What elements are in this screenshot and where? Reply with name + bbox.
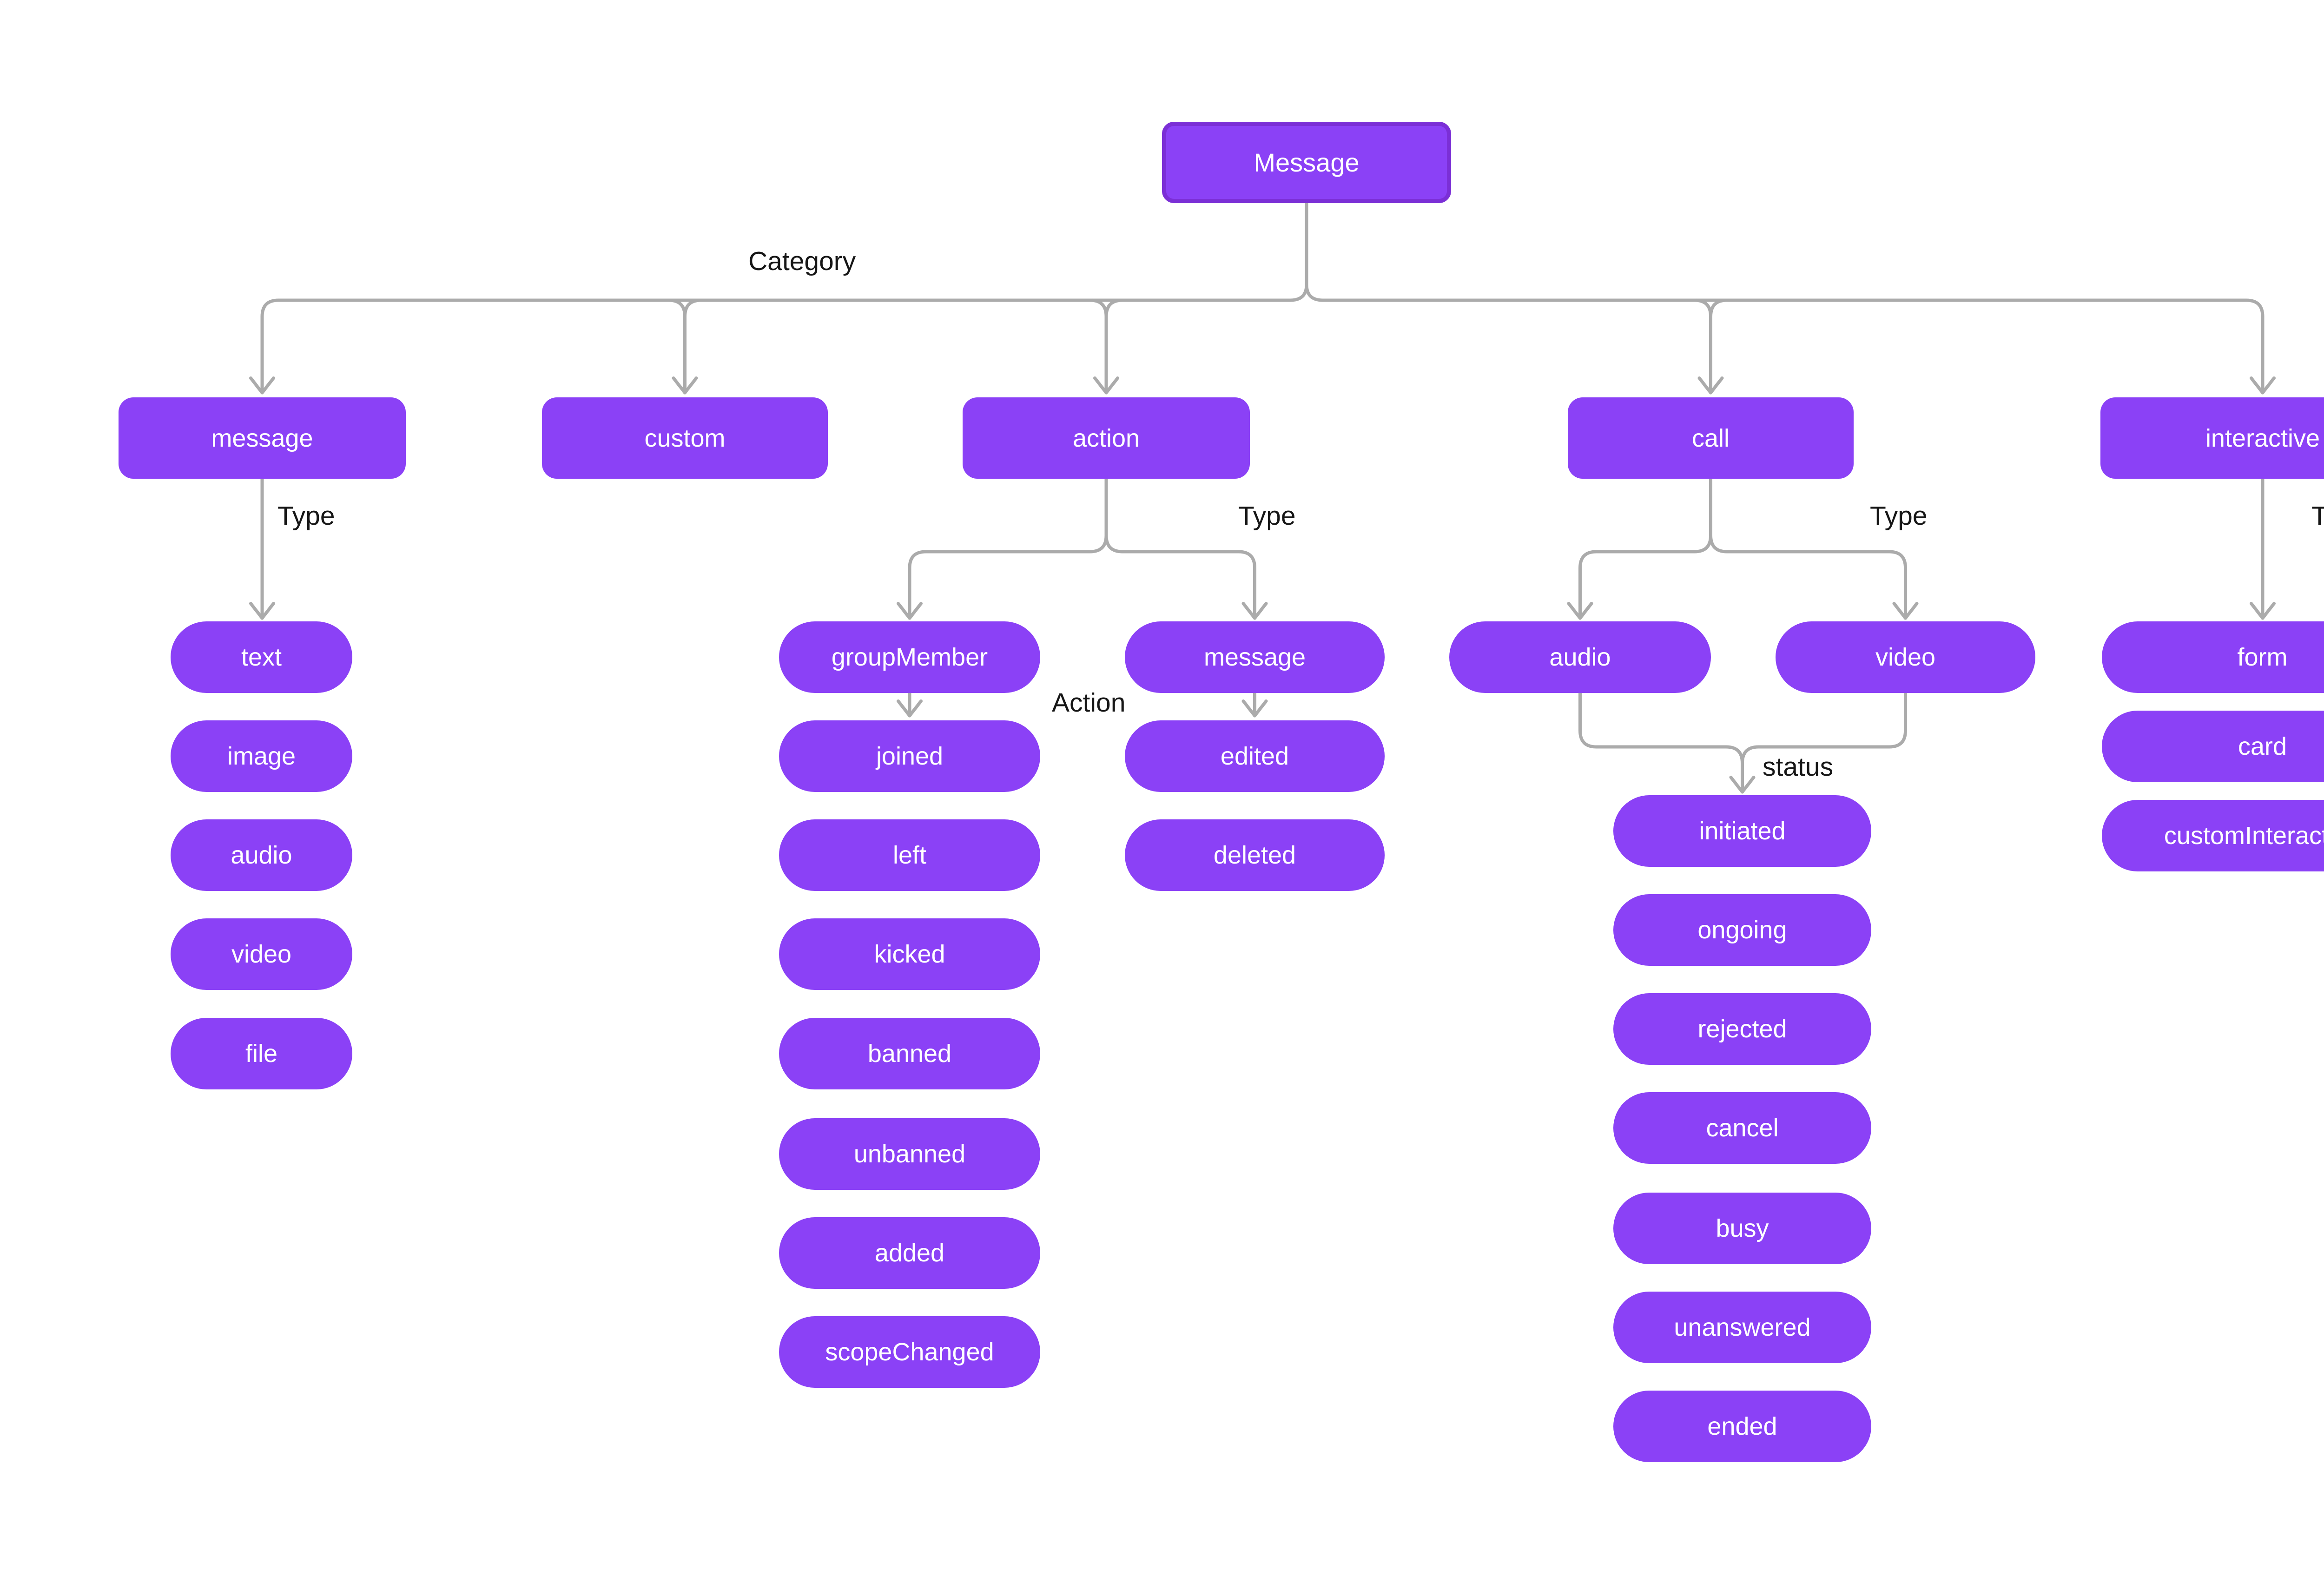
node-msgtype-file: file [171,1018,352,1089]
edge-label-type-action: Type [1238,501,1296,531]
node-messageaction-deleted: deleted [1125,819,1385,891]
edge-label-type-interactive: Type [2311,501,2324,531]
node-callstatus-ongoing: ongoing [1613,894,1871,966]
node-category-action: action [963,397,1250,479]
connector-action-fillet [1104,298,1124,318]
node-msgtype-image: image [171,720,352,792]
node-category-custom: custom [542,397,828,479]
edge-label-status: status [1763,752,1834,782]
node-groupaction-left: left [779,819,1040,891]
node-root-message: Message [1162,122,1451,203]
node-calltype-audio: audio [1449,621,1711,693]
node-groupaction-unbanned: unbanned [779,1118,1040,1190]
node-groupaction-joined: joined [779,720,1040,792]
node-interactivetype-custominteractive: customInteractive [2102,800,2324,871]
connector-root-to-message [249,283,1308,395]
node-actiontype-groupmember: groupMember [779,621,1040,693]
connector-call-to-video [1709,534,1919,620]
edge-label-category: Category [748,246,856,276]
node-interactivetype-form: form [2102,621,2324,693]
node-callstatus-initiated: initiated [1613,795,1871,867]
node-groupaction-scopechanged: scopeChanged [779,1316,1040,1388]
edge-label-action: Action [1052,688,1126,718]
node-groupaction-added: added [779,1217,1040,1289]
node-callstatus-cancel: cancel [1613,1092,1871,1164]
node-msgtype-video: video [171,918,352,990]
connector-root-to-custom [667,298,698,395]
node-callstatus-busy: busy [1613,1193,1871,1264]
connector-root-to-action [1088,298,1119,395]
node-groupaction-kicked: kicked [779,918,1040,990]
node-callstatus-rejected: rejected [1613,993,1871,1065]
node-callstatus-unanswered: unanswered [1613,1292,1871,1363]
node-category-call: call [1568,397,1854,479]
connector-audio-merge [1578,691,1744,765]
connector-root-to-interactive [1305,283,2276,395]
connector-call-to-audio [1567,477,1712,620]
node-actiontype-message: message [1125,621,1385,693]
edge-label-type-message: Type [277,501,335,531]
node-msgtype-text: text [171,621,352,693]
connector-video-merge [1741,691,1907,765]
node-interactivetype-card: card [2102,711,2324,782]
connector-action-to-groupmember [897,477,1108,620]
edge-label-type-call: Type [1870,501,1928,531]
node-callstatus-ended: ended [1613,1391,1871,1462]
node-calltype-video: video [1776,621,2035,693]
connector-root-to-call [1693,298,1724,395]
connector-action-to-message-type [1104,534,1268,620]
node-messageaction-edited: edited [1125,720,1385,792]
node-category-interactive: interactive [2100,397,2324,479]
connector-call-fillet [1709,298,1729,318]
node-category-message: message [119,397,406,479]
node-msgtype-audio: audio [171,819,352,891]
node-groupaction-banned: banned [779,1018,1040,1089]
connector-custom-fillet [683,298,703,318]
